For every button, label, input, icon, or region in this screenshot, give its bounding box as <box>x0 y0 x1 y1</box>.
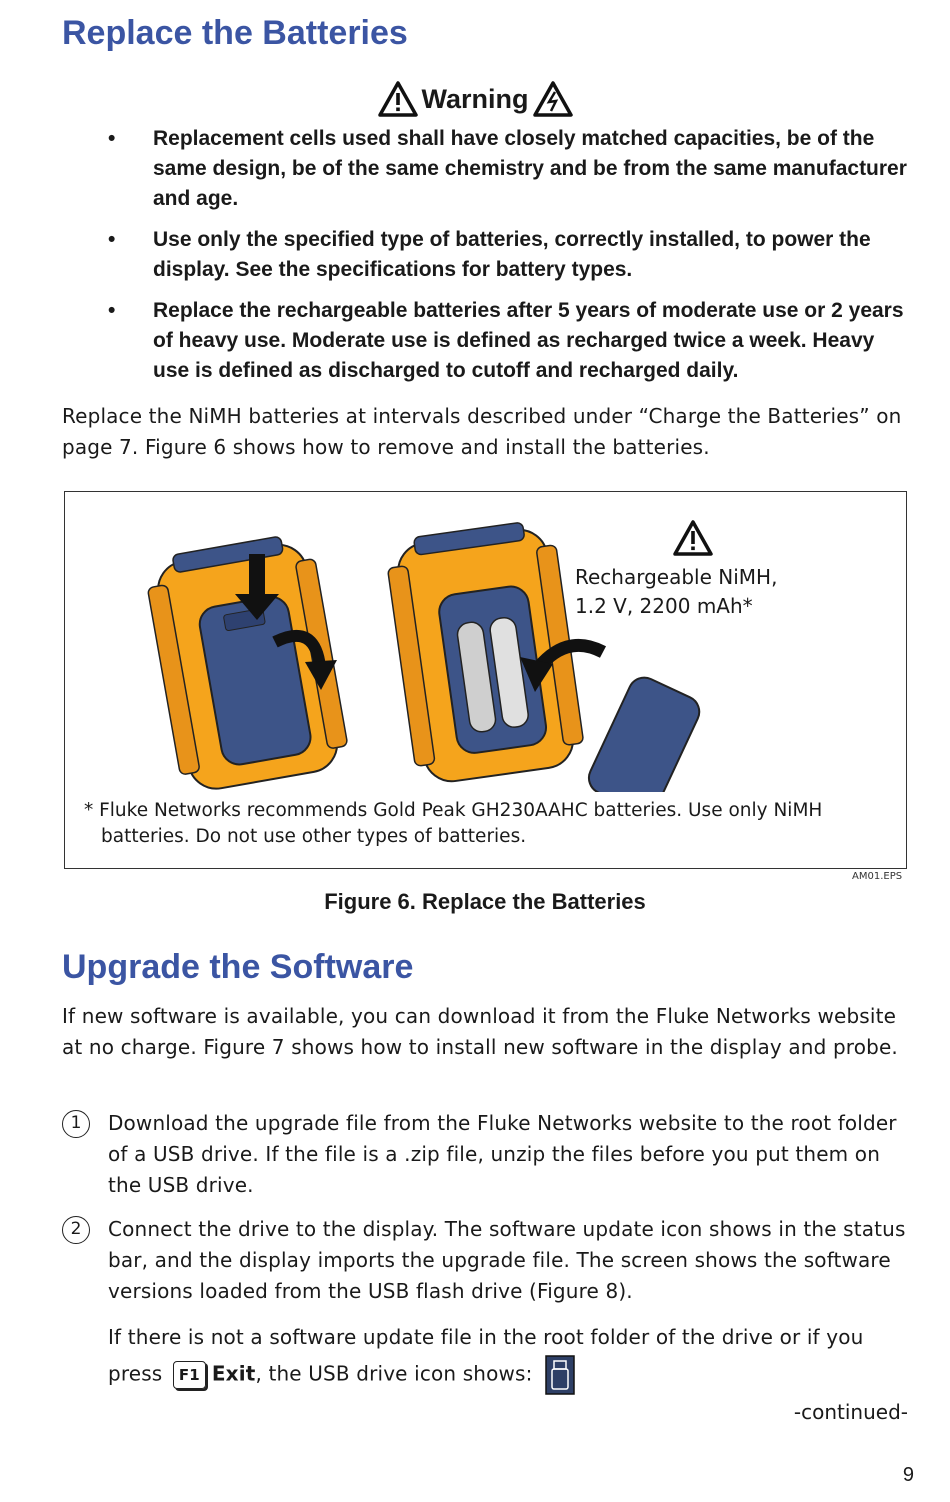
warning-label: Warning <box>421 83 529 114</box>
f1-key: F1 <box>172 1361 206 1389</box>
page-number: 9 <box>902 1464 914 1486</box>
step-2: 2 Connect the drive to the display. The … <box>62 1214 912 1307</box>
step-1: 1 Download the upgrade file from the Flu… <box>62 1108 912 1201</box>
usb-note-part1: If there is not a software update file i… <box>108 1325 864 1386</box>
continued-marker: -continued- <box>793 1400 908 1424</box>
exit-label: Exit <box>211 1361 256 1386</box>
arrow-insert-batteries-icon <box>520 638 607 692</box>
figure-warning-icon <box>673 520 713 556</box>
warning-heading: Warning <box>0 76 950 122</box>
warning-list: Replacement cells used shall have closel… <box>108 124 908 397</box>
upgrade-intro-paragraph: If new software is available, you can do… <box>62 1004 898 1059</box>
usb-drive-icon <box>545 1355 575 1395</box>
battery-footnote: * Fluke Networks recommends Gold Peak GH… <box>84 800 823 847</box>
replace-intro-paragraph: Replace the NiMH batteries at intervals … <box>62 404 902 459</box>
arrow-lift-cover-icon <box>272 629 337 690</box>
figure-6-box: Rechargeable NiMH, 1.2 V, 2200 mAh* <box>64 491 907 869</box>
figure-6-caption: Figure 6. Replace the Batteries <box>324 889 646 914</box>
section-title-replace-batteries: Replace the Batteries <box>62 14 408 52</box>
warning-item: Replace the rechargeable batteries after… <box>108 296 908 386</box>
usb-note-part2: , the USB drive icon shows: <box>255 1361 533 1386</box>
step-text: Connect the drive to the display. The so… <box>108 1217 906 1303</box>
usb-note-paragraph: If there is not a software update file i… <box>108 1319 908 1395</box>
battery-cover <box>587 676 701 792</box>
device-back-cover-open <box>387 522 584 783</box>
step-text: Download the upgrade file from the Fluke… <box>108 1111 897 1197</box>
step-number: 2 <box>62 1216 90 1244</box>
warning-triangle-icon <box>377 81 418 117</box>
battery-replacement-illustration <box>147 520 713 792</box>
section-title-upgrade-software: Upgrade the Software <box>62 948 414 986</box>
warning-item: Use only the specified type of batteries… <box>108 225 908 285</box>
step-number: 1 <box>62 1110 90 1138</box>
battery-spec-label-line2: 1.2 V, 2200 mAh* <box>575 594 753 618</box>
warning-item: Replacement cells used shall have closel… <box>108 124 908 214</box>
battery-spec-label-line1: Rechargeable NiMH, <box>575 565 778 589</box>
figure-id: AM01.EPS <box>852 871 903 882</box>
arrow-press-down-icon <box>235 554 279 620</box>
electrical-hazard-icon <box>532 81 573 117</box>
